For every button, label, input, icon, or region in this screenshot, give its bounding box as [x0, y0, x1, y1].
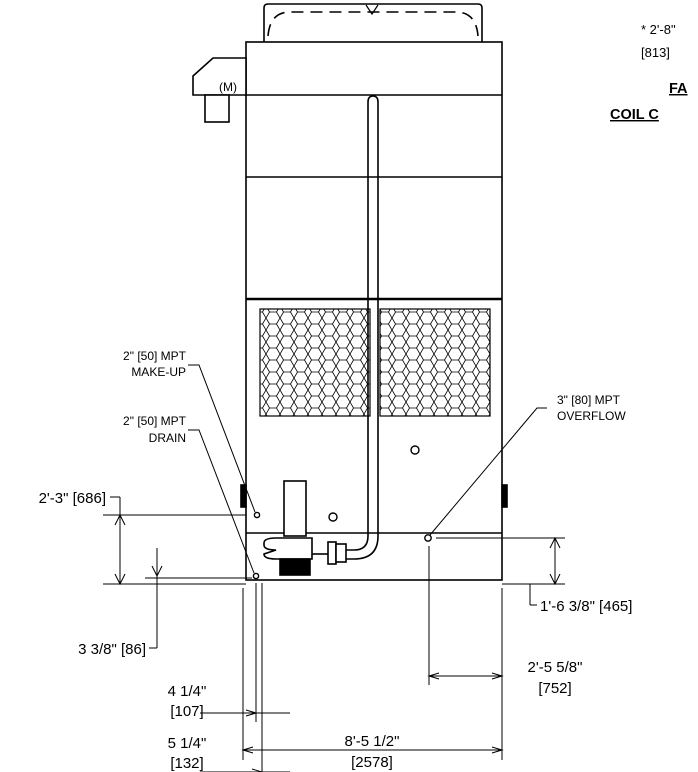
right-stiffener: [501, 484, 508, 508]
pump-base: [279, 558, 311, 576]
overflow-name-label: OVERFLOW: [557, 409, 626, 423]
dimension-lines: [103, 496, 565, 772]
fan-note-text: * 2'-8": [641, 22, 676, 37]
left-stiffener: [240, 484, 247, 508]
drain-size-label: 2" [50] MPT: [123, 414, 187, 428]
overflow-height-dim: 1'-6 3/8" [465]: [540, 598, 632, 615]
drain-name-label: DRAIN: [149, 431, 186, 445]
drain-offset-dim: 4 1/4": [168, 683, 207, 700]
makeup-offset-metric: [132]: [170, 755, 203, 772]
coil-panel-left: [259, 308, 371, 417]
pump-valve: [327, 541, 337, 565]
makeup-name-label: MAKE-UP: [131, 365, 186, 379]
pump-motor: [283, 480, 307, 537]
overflow-leader: [429, 407, 547, 536]
spray-pipe: [346, 95, 379, 560]
drain-connection-point: [252, 572, 260, 580]
motor: [192, 57, 247, 123]
overflow-offset-dim: 2'-5 5/8": [528, 659, 583, 676]
overall-width-dim: 8'-5 1/2": [345, 733, 400, 750]
pump-volute: [263, 537, 313, 560]
makeup-offset-dim: 5 1/4": [168, 735, 207, 752]
tower-casing: [245, 41, 503, 581]
leader-lines: [188, 364, 547, 574]
drain-leader: [188, 429, 255, 574]
access-port-upper: [410, 445, 420, 455]
access-port-lower: [328, 512, 338, 522]
motor-body: [204, 94, 230, 123]
makeup-height-dim: 2'-3" [686]: [39, 490, 106, 507]
fan-center-mark: [365, 4, 379, 16]
drain-height-dim: 3 3/8" [86]: [78, 641, 146, 658]
overflow-size-label: 3" [80] MPT: [557, 393, 621, 407]
dimension-labels: 2'-3" [686] 3 3/8" [86] 1'-6 3/8" [465] …: [39, 490, 633, 772]
header-notes: * 2'-8" [813] FA COIL C: [610, 22, 688, 123]
coil-section: [259, 308, 491, 417]
overflow-offset-metric: [752]: [538, 680, 571, 697]
makeup-leader: [188, 364, 256, 513]
makeup-size-label: 2" [50] MPT: [123, 349, 187, 363]
pump-coupling: [335, 543, 347, 563]
coil-title: COIL C: [610, 107, 659, 123]
makeup-connection-point: [253, 511, 261, 519]
pump: [263, 480, 347, 576]
coil-panel-right: [379, 308, 491, 417]
fan-cylinder-outline: [267, 11, 479, 37]
motor-housing: [192, 57, 247, 96]
connection-labels: 2" [50] MPT MAKE-UP 2" [50] MPT DRAIN 3"…: [123, 349, 626, 445]
fan-note-metric: [813]: [641, 45, 670, 60]
fan-title: FA: [669, 81, 688, 97]
motor-label: (M): [219, 80, 237, 94]
overall-width-metric: [2578]: [351, 754, 393, 771]
fan-guard: [263, 3, 483, 42]
overflow-connection-point: [424, 534, 432, 542]
drain-offset-metric: [107]: [170, 703, 203, 720]
